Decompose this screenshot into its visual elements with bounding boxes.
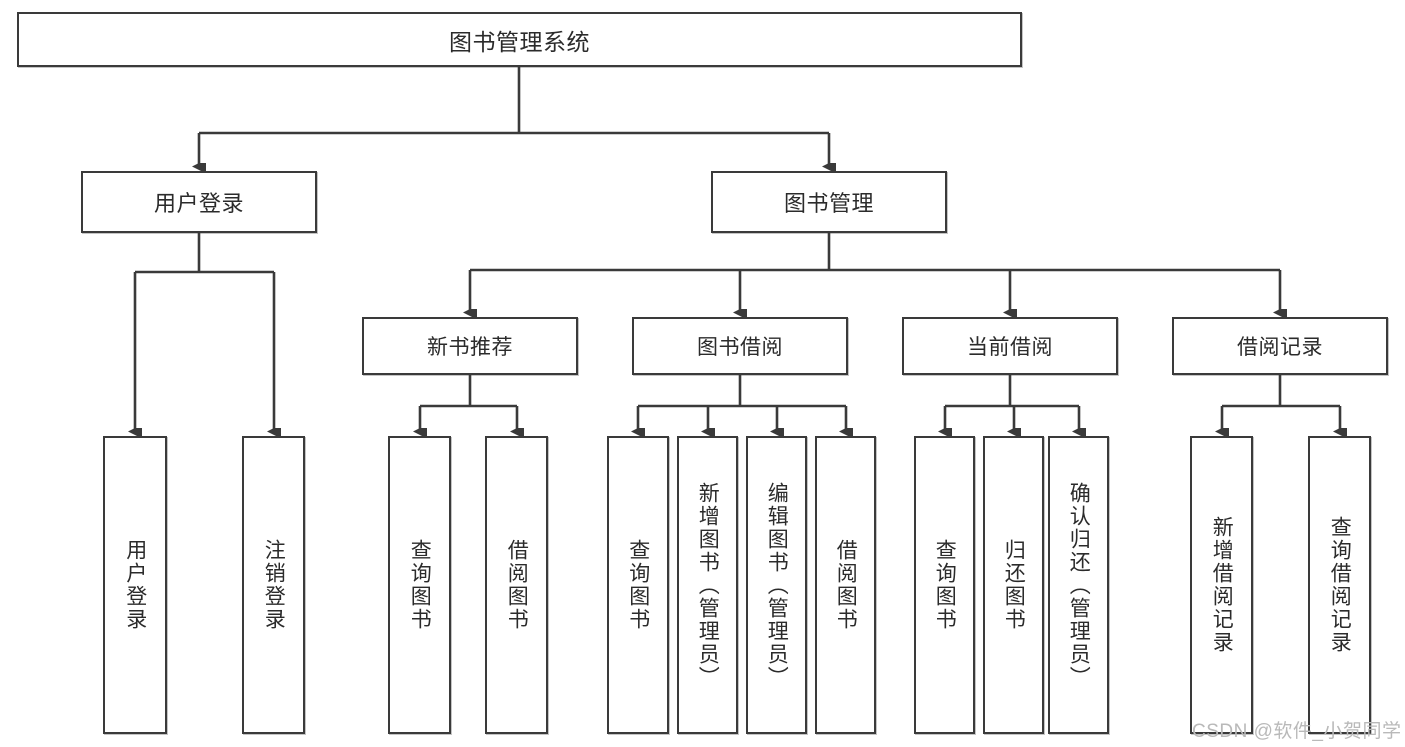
leaf-return-book[interactable]: 归还图书: [983, 436, 1044, 734]
leaf-add-borrow-record-label: 新增借阅记录: [1210, 516, 1234, 654]
leaf-query-book-1[interactable]: 查询图书: [388, 436, 451, 734]
leaf-query-book-3[interactable]: 查询图书: [914, 436, 975, 734]
node-new-book-recommend-label: 新书推荐: [427, 336, 513, 359]
node-current-borrow[interactable]: 当前借阅: [902, 317, 1118, 375]
leaf-edit-book-admin-label: 编辑图书（管理员）: [765, 481, 789, 689]
leaf-query-book-3-label: 查询图书: [933, 539, 957, 631]
node-book-borrow[interactable]: 图书借阅: [632, 317, 848, 375]
leaf-borrow-book-1[interactable]: 借阅图书: [485, 436, 548, 734]
leaf-borrow-book-2[interactable]: 借阅图书: [815, 436, 876, 734]
node-user-login-label: 用户登录: [153, 191, 244, 216]
node-book-manage[interactable]: 图书管理: [711, 171, 947, 233]
leaf-edit-book-admin[interactable]: 编辑图书（管理员）: [746, 436, 807, 734]
node-current-borrow-label: 当前借阅: [967, 336, 1053, 359]
leaf-user-login-label: 用户登录: [123, 539, 147, 631]
node-new-book-recommend[interactable]: 新书推荐: [362, 317, 578, 375]
leaf-confirm-return-admin-label: 确认归还（管理员）: [1067, 481, 1091, 689]
leaf-return-book-label: 归还图书: [1002, 539, 1026, 631]
csdn-watermark: CSDN @软件_小贺同学: [1192, 721, 1402, 742]
leaf-confirm-return-admin[interactable]: 确认归还（管理员）: [1048, 436, 1109, 734]
leaf-add-borrow-record[interactable]: 新增借阅记录: [1190, 436, 1253, 734]
leaf-logout-login[interactable]: 注销登录: [242, 436, 305, 734]
leaf-borrow-book-1-label: 借阅图书: [505, 539, 529, 631]
leaf-borrow-book-2-label: 借阅图书: [834, 539, 858, 631]
leaf-query-borrow-record-label: 查询借阅记录: [1328, 516, 1352, 654]
leaf-add-book-admin-label: 新增图书（管理员）: [696, 481, 720, 689]
node-borrow-record[interactable]: 借阅记录: [1172, 317, 1388, 375]
node-borrow-record-label: 借阅记录: [1237, 336, 1323, 359]
leaf-query-book-1-label: 查询图书: [408, 539, 432, 631]
leaf-add-book-admin[interactable]: 新增图书（管理员）: [677, 436, 738, 734]
node-book-borrow-label: 图书借阅: [697, 336, 783, 359]
node-root[interactable]: 图书管理系统: [17, 12, 1022, 67]
node-user-login[interactable]: 用户登录: [81, 171, 317, 233]
leaf-logout-login-label: 注销登录: [262, 539, 286, 631]
leaf-query-book-2[interactable]: 查询图书: [607, 436, 669, 734]
leaf-query-book-2-label: 查询图书: [626, 539, 650, 631]
leaf-query-borrow-record[interactable]: 查询借阅记录: [1308, 436, 1371, 734]
node-root-label: 图书管理系统: [449, 28, 590, 55]
leaf-user-login[interactable]: 用户登录: [103, 436, 167, 734]
node-book-manage-label: 图书管理: [783, 191, 874, 216]
